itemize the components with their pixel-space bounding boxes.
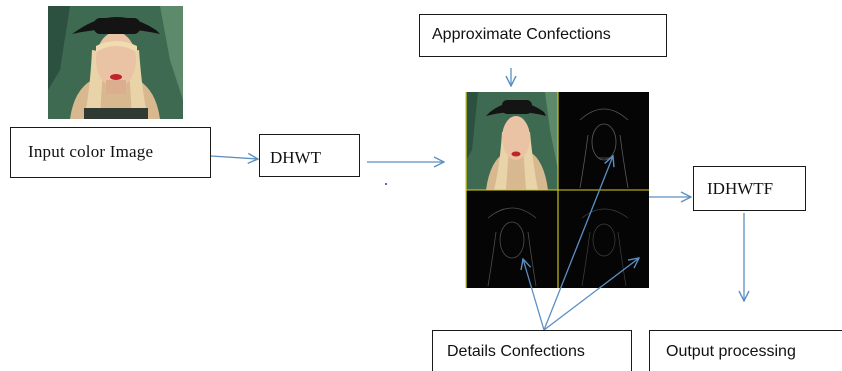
arrow-details-to-lh [523, 259, 545, 331]
hh-subband [581, 208, 629, 287]
arrow-input-to-dhwt [210, 156, 258, 159]
approximate-confections-box: Approximate Confections [419, 14, 667, 57]
ll-subband [466, 92, 558, 190]
approximate-confections-label: Approximate Confections [432, 26, 611, 43]
output-processing-label: Output processing [666, 343, 796, 360]
input-color-image-box: Input color Image [10, 127, 211, 178]
lh-subband [487, 207, 537, 287]
details-confections-label: Details Confections [447, 343, 585, 360]
idhwtf-box: IDHWTF [693, 166, 806, 211]
arrows [210, 68, 744, 331]
output-processing-box: Output processing [649, 330, 842, 371]
stray-dot [385, 183, 387, 185]
hl-subband [579, 108, 629, 189]
wavelet-decomposition [465, 92, 649, 288]
details-confections-box: Details Confections [432, 330, 632, 371]
idhwtf-label: IDHWTF [707, 179, 774, 198]
dhwt-box: DHWT [259, 134, 360, 177]
arrow-details-to-hh [543, 258, 639, 331]
dhwt-label: DHWT [270, 148, 321, 167]
input-photo [48, 6, 183, 119]
input-color-image-label: Input color Image [28, 142, 154, 161]
arrow-details-to-hl [543, 156, 613, 331]
